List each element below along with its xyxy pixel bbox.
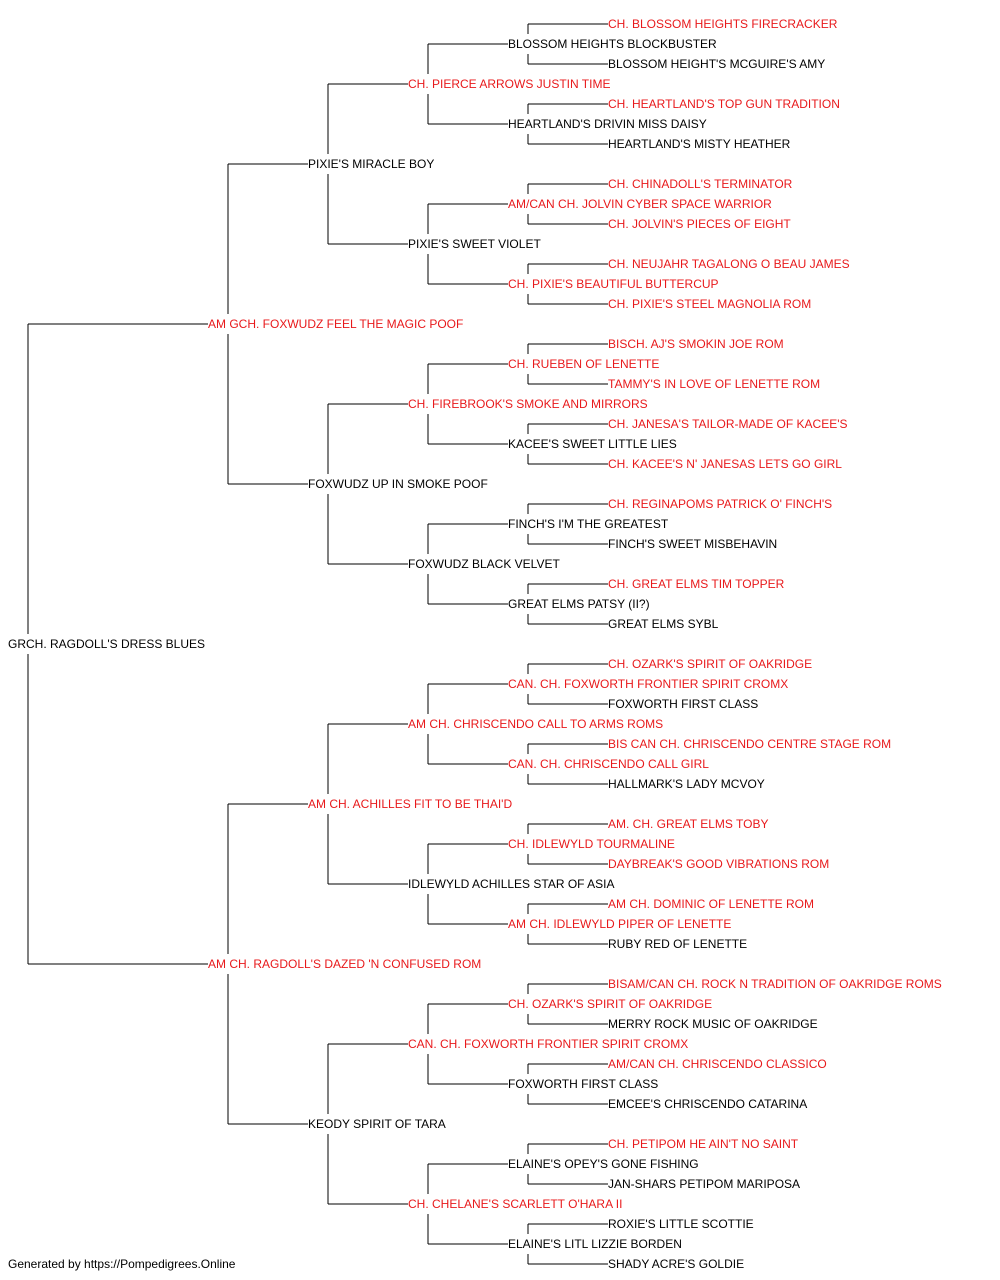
sire-name-gen3: CAN. CH. FOXWORTH FRONTIER SPIRIT CROMX: [408, 1037, 689, 1051]
sire-name-gen4: CAN. CH. FOXWORTH FRONTIER SPIRIT CROMX: [508, 677, 789, 691]
sire-name-gen4: FINCH'S I'M THE GREATEST: [508, 517, 669, 531]
sire-name-gen5: ROXIE'S LITTLE SCOTTIE: [608, 1217, 754, 1231]
sire-name-gen5: CH. OZARK'S SPIRIT OF OAKRIDGE: [608, 657, 813, 671]
sire-name-gen5: BISCH. AJ'S SMOKIN JOE ROM: [608, 337, 784, 351]
dam-name-gen1: AM CH. RAGDOLL'S DAZED 'N CONFUSED ROM: [208, 957, 482, 971]
dam-name-gen5: TAMMY'S IN LOVE OF LENETTE ROM: [608, 377, 821, 391]
subject-dog-name: GRCH. RAGDOLL'S DRESS BLUES: [8, 637, 206, 651]
dam-name-gen5: RUBY RED OF LENETTE: [608, 937, 748, 951]
dam-name-gen4: ELAINE'S LITL LIZZIE BORDEN: [508, 1237, 682, 1251]
sire-name-gen4: ELAINE'S OPEY'S GONE FISHING: [508, 1157, 699, 1171]
dam-name-gen2: KEODY SPIRIT OF TARA: [308, 1117, 446, 1131]
sire-name-gen5: CH. PETIPOM HE AIN'T NO SAINT: [608, 1137, 799, 1151]
dam-name-gen4: FOXWORTH FIRST CLASS: [508, 1077, 659, 1091]
dam-name-gen4: CAN. CH. CHRISCENDO CALL GIRL: [508, 757, 709, 771]
sire-name-gen5: CH. NEUJAHR TAGALONG O BEAU JAMES: [608, 257, 850, 271]
sire-name-gen4: BLOSSOM HEIGHTS BLOCKBUSTER: [508, 37, 717, 51]
sire-name-gen4: AM/CAN CH. JOLVIN CYBER SPACE WARRIOR: [508, 197, 772, 211]
sire-name-gen5: AM/CAN CH. CHRISCENDO CLASSICO: [608, 1057, 827, 1071]
dam-name-gen5: MERRY ROCK MUSIC OF OAKRIDGE: [608, 1017, 818, 1031]
sire-name-gen3: AM CH. CHRISCENDO CALL TO ARMS ROMS: [408, 717, 664, 731]
sire-name-gen3: CH. FIREBROOK'S SMOKE AND MIRRORS: [408, 397, 648, 411]
dam-name-gen4: KACEE'S SWEET LITTLE LIES: [508, 437, 677, 451]
sire-name-gen5: CH. JANESA'S TAILOR-MADE OF KACEE'S: [608, 417, 848, 431]
dam-name-gen5: FOXWORTH FIRST CLASS: [608, 697, 759, 711]
dam-name-gen5: CH. JOLVIN'S PIECES OF EIGHT: [608, 217, 791, 231]
dam-name-gen5: EMCEE'S CHRISCENDO CATARINA: [608, 1097, 808, 1111]
dam-name-gen2: FOXWUDZ UP IN SMOKE POOF: [308, 477, 488, 491]
sire-name-gen3: CH. PIERCE ARROWS JUSTIN TIME: [408, 77, 611, 91]
dam-name-gen5: FINCH'S SWEET MISBEHAVIN: [608, 537, 778, 551]
sire-name-gen4: CH. RUEBEN OF LENETTE: [508, 357, 660, 371]
sire-name-gen5: CH. BLOSSOM HEIGHTS FIRECRACKER: [608, 17, 838, 31]
dam-name-gen4: CH. PIXIE'S BEAUTIFUL BUTTERCUP: [508, 277, 719, 291]
dam-name-gen5: GREAT ELMS SYBL: [608, 617, 719, 631]
dam-name-gen4: AM CH. IDLEWYLD PIPER OF LENETTE: [508, 917, 732, 931]
dam-name-gen5: HEARTLAND'S MISTY HEATHER: [608, 137, 791, 151]
sire-name-gen5: CH. GREAT ELMS TIM TOPPER: [608, 577, 785, 591]
sire-name-gen5: CH. REGINAPOMS PATRICK O' FINCH'S: [608, 497, 833, 511]
sire-name-gen5: BIS CAN CH. CHRISCENDO CENTRE STAGE ROM: [608, 737, 892, 751]
sire-name-gen4: CH. OZARK'S SPIRIT OF OAKRIDGE: [508, 997, 713, 1011]
sire-name-gen1: AM GCH. FOXWUDZ FEEL THE MAGIC POOF: [208, 317, 464, 331]
dam-name-gen3: CH. CHELANE'S SCARLETT O'HARA II: [408, 1197, 623, 1211]
dam-name-gen3: PIXIE'S SWEET VIOLET: [408, 237, 541, 251]
dam-name-gen3: IDLEWYLD ACHILLES STAR OF ASIA: [408, 877, 615, 891]
dam-name-gen3: FOXWUDZ BLACK VELVET: [408, 557, 560, 571]
sire-name-gen5: BISAM/CAN CH. ROCK N TRADITION OF OAKRID…: [608, 977, 942, 991]
sire-name-gen5: AM. CH. GREAT ELMS TOBY: [608, 817, 769, 831]
sire-name-gen5: AM CH. DOMINIC OF LENETTE ROM: [608, 897, 815, 911]
footer-credit: Generated by https://Pompedigrees.Online: [8, 1257, 236, 1271]
dam-name-gen4: GREAT ELMS PATSY (II?): [508, 597, 650, 611]
dam-name-gen5: SHADY ACRE'S GOLDIE: [608, 1257, 745, 1271]
dam-name-gen5: DAYBREAK'S GOOD VIBRATIONS ROM: [608, 857, 830, 871]
sire-name-gen2: AM CH. ACHILLES FIT TO BE THAI'D: [308, 797, 513, 811]
dam-name-gen5: CH. PIXIE'S STEEL MAGNOLIA ROM: [608, 297, 812, 311]
dam-name-gen5: BLOSSOM HEIGHT'S MCGUIRE'S AMY: [608, 57, 826, 71]
sire-name-gen4: CH. IDLEWYLD TOURMALINE: [508, 837, 675, 851]
sire-name-gen2: PIXIE'S MIRACLE BOY: [308, 157, 435, 171]
dam-name-gen5: HALLMARK'S LADY MCVOY: [608, 777, 765, 791]
dam-name-gen5: CH. KACEE'S N' JANESAS LETS GO GIRL: [608, 457, 842, 471]
dam-name-gen5: JAN-SHARS PETIPOM MARIPOSA: [608, 1177, 801, 1191]
sire-name-gen5: CH. CHINADOLL'S TERMINATOR: [608, 177, 793, 191]
sire-name-gen5: CH. HEARTLAND'S TOP GUN TRADITION: [608, 97, 840, 111]
dam-name-gen4: HEARTLAND'S DRIVIN MISS DAISY: [508, 117, 707, 131]
